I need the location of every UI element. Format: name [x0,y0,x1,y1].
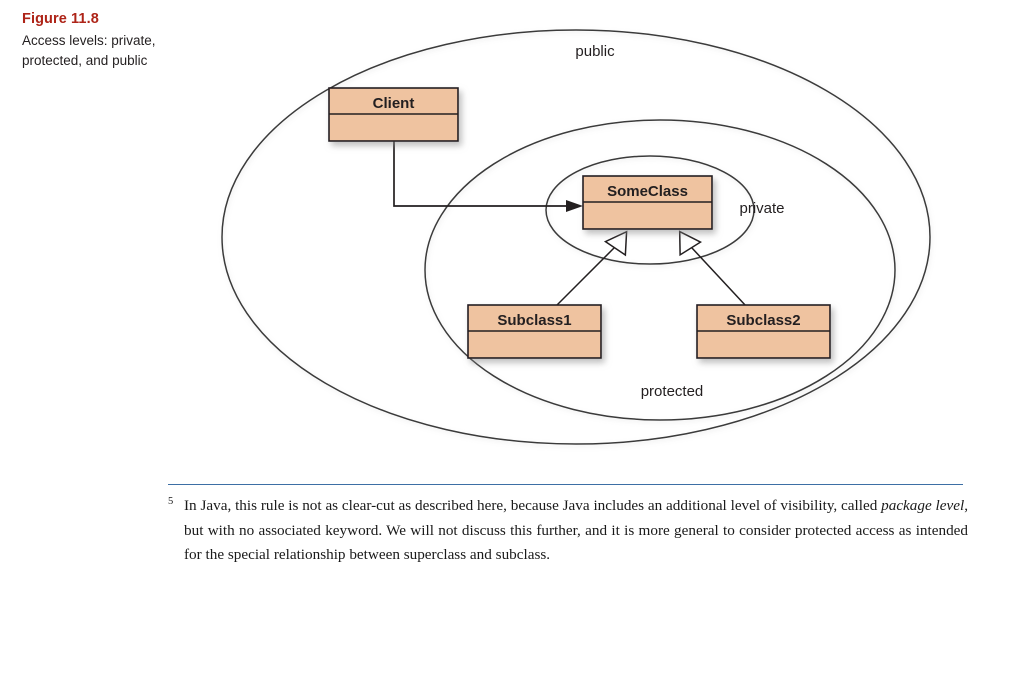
connector-subclass1-to-someclass [555,230,628,307]
footnote-marker: 5 [168,496,174,507]
class-box-subclass2[interactable]: Subclass2 [696,304,831,359]
footnote-divider [168,484,963,485]
figure-diagram: Client SomeClass Subclass1 Subclass2 [221,29,931,445]
scope-ellipse-protected [424,119,896,421]
figure-caption: Figure 11.8 Access levels: private, prot… [22,10,197,70]
class-box-subclass1[interactable]: Subclass1 [467,304,602,359]
scope-ellipse-public [221,29,931,445]
class-box-someclass[interactable]: SomeClass [582,175,713,230]
scope-label-protected: protected [641,383,704,400]
class-name-someclass: SomeClass [607,183,688,200]
footnote-text-part2: , but with no associated keyword. We wil… [184,497,969,563]
scope-ellipse-private [545,155,755,265]
footnote-text-italic: package level [881,497,965,514]
class-box-client[interactable]: Client [328,87,459,142]
connector-subclass2-to-someclass [678,230,747,307]
footnote-text: 5 In Java, this rule is not as clear-cut … [168,494,968,568]
class-name-subclass1: Subclass1 [497,312,571,329]
footnote-text-part1: In Java, this rule is not as clear-cut a… [184,497,882,514]
footnote: 5 In Java, this rule is not as clear-cut … [168,484,968,568]
connector-client-to-someclass [393,141,583,212]
class-name-client: Client [373,95,415,112]
scope-label-private: private [739,200,784,217]
figure-description: Access levels: private, protected, and p… [22,33,156,68]
class-name-subclass2: Subclass2 [726,312,800,329]
scope-label-public: public [575,43,615,60]
figure-number: Figure 11.8 [22,11,99,27]
